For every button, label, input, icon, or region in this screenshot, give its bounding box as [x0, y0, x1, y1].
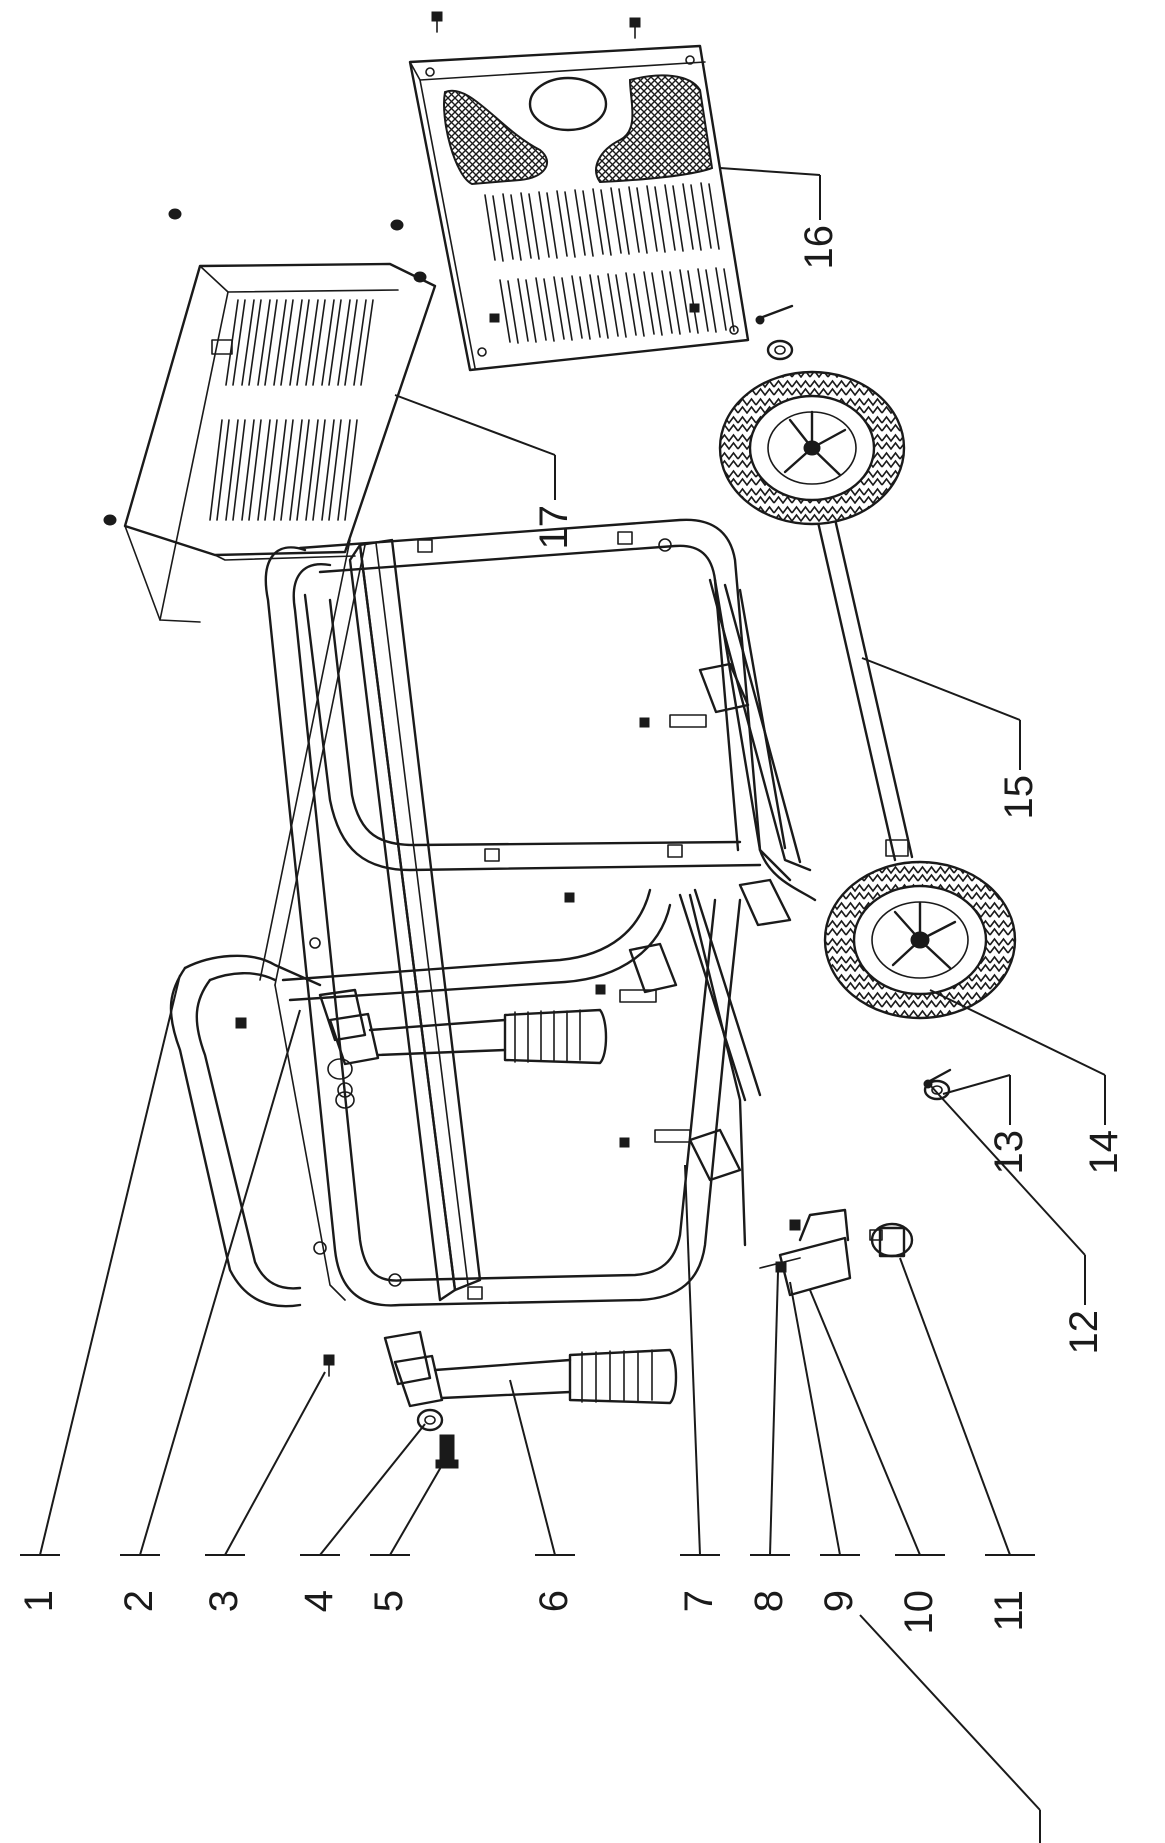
leader-lines [20, 167, 1106, 1843]
louver-slots-lower [499, 267, 735, 344]
callout-labels: 1 2 3 4 5 6 7 8 9 10 11 12 13 14 15 16 1… [17, 225, 1126, 1635]
bolt-icon [235, 1017, 247, 1029]
nut-icon [103, 514, 117, 526]
handle-rear-part-6 [318, 988, 608, 1066]
nut-icon [619, 1137, 630, 1148]
callout-14: 14 [1082, 1130, 1126, 1175]
nut-icon [639, 717, 650, 728]
callout-17: 17 [532, 505, 576, 550]
nut-icon [564, 892, 575, 903]
callout-8: 8 [747, 1590, 791, 1612]
callout-5: 5 [367, 1590, 411, 1612]
rear-panel-part-16 [408, 11, 750, 372]
callout-6: 6 [532, 1590, 576, 1612]
nut-icon [390, 219, 404, 231]
nut-part-8 [775, 1261, 787, 1273]
callout-16: 16 [797, 225, 841, 270]
callout-2: 2 [117, 1590, 161, 1612]
callout-15: 15 [997, 775, 1041, 820]
handle-front-part-6 [383, 1330, 678, 1408]
callout-11: 11 [987, 1590, 1031, 1632]
engine-mount-part-7 [564, 662, 792, 1182]
bolt-part-3 [323, 1354, 335, 1377]
pin-upper-axle [755, 304, 794, 325]
callout-4: 4 [297, 1590, 341, 1612]
cover-louvers-lower [209, 419, 358, 521]
callout-13-washer: 13 [987, 1130, 1031, 1175]
nut-part-9 [789, 1219, 801, 1231]
bolt-icon [489, 313, 500, 323]
nut-icon [413, 271, 427, 283]
frame-brackets [309, 531, 683, 1300]
callout-1: 1 [17, 1590, 61, 1612]
nut-icon [595, 984, 606, 995]
wheel-upper-part-14 [718, 370, 906, 526]
louver-slots-upper [484, 182, 720, 262]
washer-upper-axle [766, 339, 794, 361]
bolt-icon [689, 303, 700, 313]
cover-louvers-upper [225, 299, 374, 386]
bottom-rails [678, 578, 812, 1102]
callout-9: 9 [817, 1590, 861, 1612]
bolt-part-5 [435, 1434, 459, 1469]
foot-bracket-part-10 [759, 1208, 852, 1297]
rubber-foot-part-11 [869, 1222, 914, 1258]
nut-icon [168, 208, 182, 220]
bolt-icon [431, 11, 443, 33]
wheel-lower-part-14 [823, 860, 1017, 1020]
callout-10: 10 [897, 1590, 941, 1635]
callout-3: 3 [202, 1590, 246, 1612]
top-cover-part-17 [103, 208, 437, 623]
washer-part-4 [416, 1408, 444, 1432]
callout-7: 7 [677, 1590, 721, 1612]
bolt-icon [629, 17, 641, 39]
washers-left [235, 1017, 355, 1109]
callout-12: 12 [1062, 1310, 1106, 1355]
tube-frame-part-1 [169, 518, 817, 1308]
crossbar-part-2 [259, 538, 482, 1302]
